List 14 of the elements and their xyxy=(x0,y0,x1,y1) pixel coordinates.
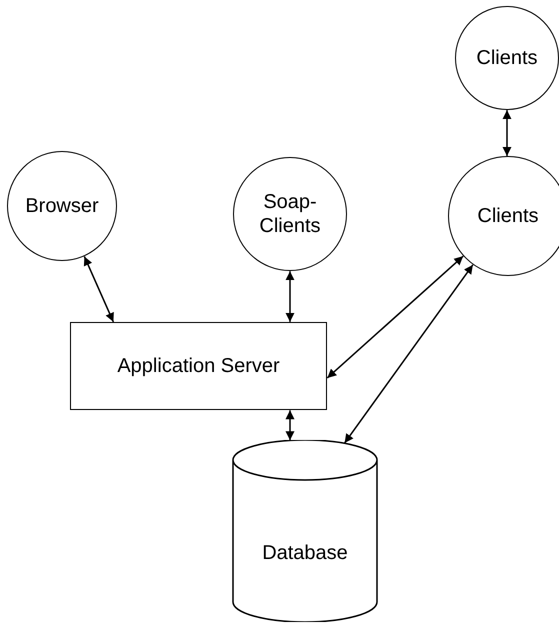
node-label: Soap-Clients xyxy=(258,190,322,238)
double-arrow xyxy=(84,256,114,322)
double-arrow xyxy=(286,271,294,322)
double-arrow xyxy=(326,256,464,378)
server-box xyxy=(70,322,327,410)
node-label: Browser xyxy=(24,194,100,218)
node-label: Clients xyxy=(475,46,539,70)
database-cylinder xyxy=(232,440,378,622)
double-arrow xyxy=(344,264,474,444)
node-label: Application Server xyxy=(116,354,281,378)
double-arrow xyxy=(286,410,294,440)
node-label: Clients xyxy=(476,204,540,228)
node-label: Database xyxy=(261,541,349,565)
double-arrow xyxy=(502,110,512,156)
